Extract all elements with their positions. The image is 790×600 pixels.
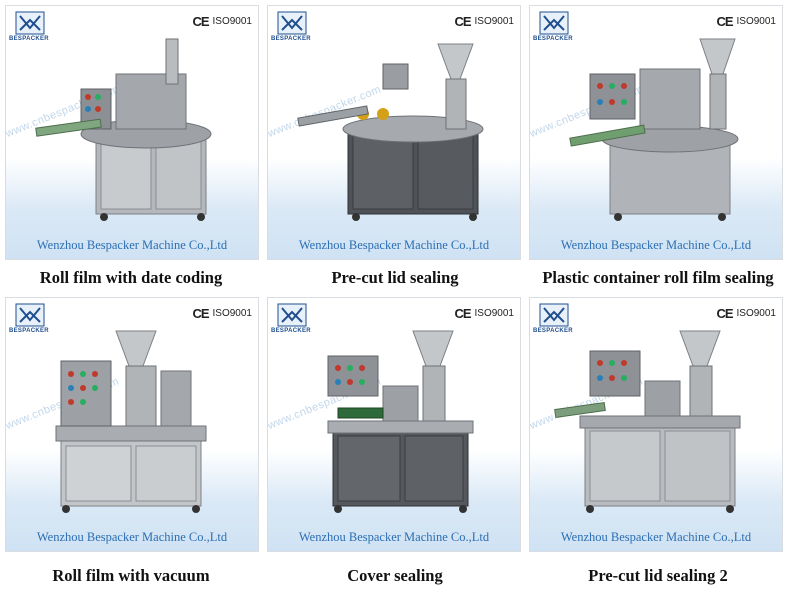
- logo-text: BESPACKER: [533, 328, 573, 334]
- iso-mark: ISO9001: [736, 308, 776, 319]
- caption-cover-sealing: Cover sealing: [347, 566, 443, 585]
- machine-illustration: [297, 43, 484, 221]
- caption-plastic-container-roll-film-sealing: Plastic container roll film sealing: [542, 268, 774, 287]
- bespacker-logo-icon: [15, 11, 45, 35]
- bespacker-logo-icon: [15, 303, 45, 327]
- certifications: CE ISO9001: [716, 306, 776, 321]
- iso-mark: ISO9001: [736, 16, 776, 27]
- caption-roll-film-date-coding: Roll film with date coding: [39, 268, 223, 287]
- caption-pre-cut-lid-sealing-2: Pre-cut lid sealing 2: [588, 566, 728, 585]
- ce-mark: CE: [716, 14, 733, 29]
- machine-illustration: [327, 330, 474, 513]
- bespacker-logo-icon: [277, 11, 307, 35]
- certifications: CE ISO9001: [192, 306, 252, 321]
- caption-roll-film-vacuum: Roll film with vacuum: [52, 566, 210, 585]
- bespacker-logo-icon: [539, 11, 569, 35]
- ce-mark: CE: [716, 306, 733, 321]
- logo-text: BESPACKER: [9, 328, 49, 334]
- iso-mark: ISO9001: [212, 16, 252, 27]
- company-name: Wenzhou Bespacker Machine Co.,Ltd: [560, 238, 752, 252]
- product-image-cover-sealing[interactable]: www.cnbespacker.com BESPACKER CE ISO9001…: [267, 297, 521, 552]
- product-image-plastic-container-roll-film-sealing[interactable]: www.cnbespacker.com BESPACKER CE ISO9001…: [529, 5, 783, 260]
- bespacker-logo-icon: [277, 303, 307, 327]
- ce-mark: CE: [454, 14, 471, 29]
- product-image-roll-film-vacuum[interactable]: www.cnbespacker.com BESPACKER CE ISO9001…: [5, 297, 259, 552]
- ce-mark: CE: [192, 14, 209, 29]
- logo-text: BESPACKER: [271, 328, 311, 334]
- company-name: Wenzhou Bespacker Machine Co.,Ltd: [298, 238, 490, 252]
- iso-mark: ISO9001: [212, 308, 252, 319]
- iso-mark: ISO9001: [474, 16, 514, 27]
- logo-text: BESPACKER: [271, 36, 311, 42]
- certifications: CE ISO9001: [192, 14, 252, 29]
- certifications: CE ISO9001: [716, 14, 776, 29]
- machine-illustration: [55, 330, 207, 513]
- product-image-roll-film-date-coding[interactable]: www.cnbespacker.com BESPACKER CE ISO9001…: [5, 5, 259, 260]
- product-image-pre-cut-lid-sealing[interactable]: www.cnbespacker.com BESPACKER CE ISO9001…: [267, 5, 521, 260]
- certifications: CE ISO9001: [454, 14, 514, 29]
- ce-mark: CE: [454, 306, 471, 321]
- company-name: Wenzhou Bespacker Machine Co.,Ltd: [36, 238, 228, 252]
- ce-mark: CE: [192, 306, 209, 321]
- company-name: Wenzhou Bespacker Machine Co.,Ltd: [560, 530, 752, 544]
- iso-mark: ISO9001: [474, 308, 514, 319]
- logo-text: BESPACKER: [9, 36, 49, 42]
- machine-illustration: [569, 38, 739, 221]
- machine-illustration: [35, 38, 212, 221]
- company-name: Wenzhou Bespacker Machine Co.,Ltd: [298, 530, 490, 544]
- logo-text: BESPACKER: [533, 36, 573, 42]
- company-name: Wenzhou Bespacker Machine Co.,Ltd: [36, 530, 228, 544]
- caption-pre-cut-lid-sealing: Pre-cut lid sealing: [331, 268, 459, 287]
- product-image-pre-cut-lid-sealing-2[interactable]: www.cnbespacker.com BESPACKER CE ISO9001…: [529, 297, 783, 552]
- machine-illustration: [554, 330, 741, 513]
- certifications: CE ISO9001: [454, 306, 514, 321]
- bespacker-logo-icon: [539, 303, 569, 327]
